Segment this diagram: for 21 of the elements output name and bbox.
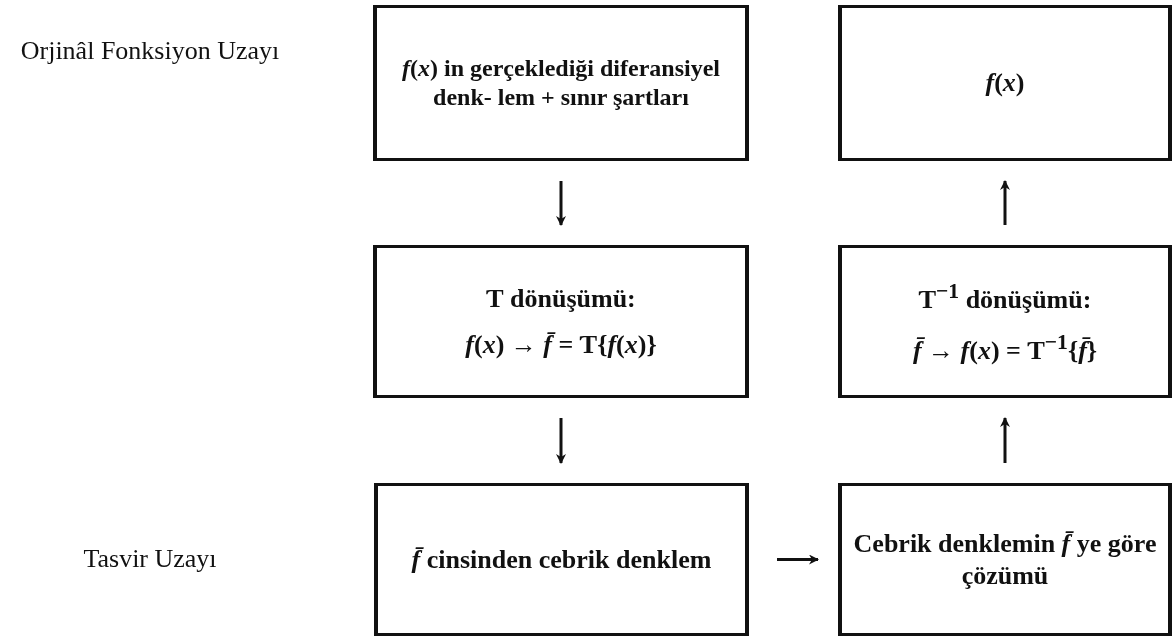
process-box <box>373 5 749 161</box>
arrow <box>1000 180 1010 225</box>
process-box <box>374 483 749 636</box>
box-text: f̄ → f(x) = Ƭ$^{−1}${f̄} <box>912 328 1098 366</box>
arrow <box>556 418 566 464</box>
process-box <box>838 483 1172 636</box>
process-box <box>373 245 749 398</box>
box-text: f̄ cinsinden cebrik denklem <box>411 543 712 576</box>
box-text: Ƭ dönüşümü: <box>486 283 636 315</box>
row-label: Orjinâl Fonksiyon Uzayı <box>19 35 281 67</box>
box-text: f(x) <box>985 67 1025 99</box>
process-box <box>838 245 1172 398</box>
arrow <box>1000 417 1010 463</box>
box-text: f(x) in gerçeklediği diferansiyel denk- lem + sınır şartları <box>401 54 721 112</box>
process-box <box>838 5 1172 161</box>
box-text: Ƭ$^{−1}$ dönüşümü: <box>918 277 1092 315</box>
arrow <box>777 554 819 565</box>
arrow <box>556 181 566 226</box>
row-label: Tasvir Uzayı <box>82 543 218 575</box>
box-text: f(x) → f̄ = Ƭ{f(x)} <box>465 328 657 360</box>
box-text: Cebrik denklemin f̄ ye göre çözümü <box>852 528 1158 591</box>
